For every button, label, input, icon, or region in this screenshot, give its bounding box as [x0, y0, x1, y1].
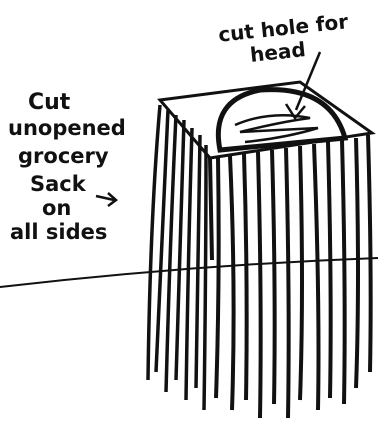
sack-corner-edge — [210, 158, 212, 260]
label-cut: Cut — [28, 92, 70, 114]
label-head: head — [249, 39, 306, 65]
label-all-sides: all sides — [10, 222, 107, 243]
label-on: on — [42, 198, 71, 219]
label-unopened: unopened — [8, 118, 126, 139]
front-face-strips — [216, 135, 371, 418]
label-sack: Sack — [30, 174, 86, 195]
left-face-strips — [148, 105, 206, 410]
label-grocery: grocery — [18, 146, 109, 167]
head-hole-scribble — [235, 115, 318, 142]
